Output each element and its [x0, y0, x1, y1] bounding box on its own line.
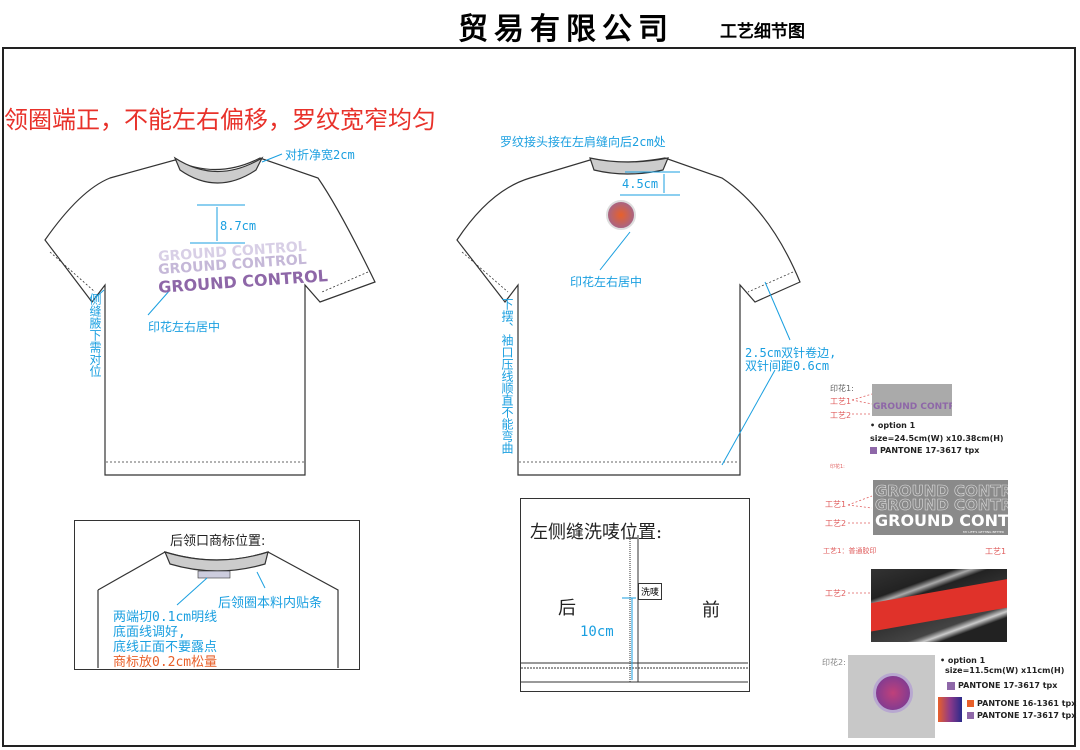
- front-print-distance: 8.7cm: [220, 219, 257, 233]
- craft1-description: 工艺1：普通胶印: [823, 547, 877, 555]
- print1-craft1: 工艺1: [830, 397, 852, 406]
- print1-label: 印花1:: [830, 384, 854, 393]
- print1-small-label: 印花1:: [830, 464, 845, 470]
- print1-craft2: 工艺2: [830, 411, 852, 420]
- hem-stitch-note-2: 双针间距0.6cm: [745, 359, 830, 373]
- back-print-distance: 4.5cm: [622, 177, 659, 191]
- label-ease-note: 商标放0.2cm松量: [113, 655, 218, 670]
- print1-large-swatch: GROUND CONTROL GROUND CONTROL GROUND CON…: [873, 480, 1008, 535]
- print1-large-main: GROUND CONTROL: [875, 511, 1008, 530]
- collar-fold-note: 对折净宽2cm: [285, 148, 355, 162]
- red-texture-band: [871, 577, 1007, 633]
- back-annotations: [599, 171, 791, 466]
- neck-label-panel: [74, 520, 360, 670]
- print2-pantone-b: PANTONE 16-1361 tpx: [977, 699, 1077, 708]
- company-name: 贸易有限公司: [458, 12, 674, 47]
- side-seam-note: 侧缝腋下需对位: [88, 293, 102, 377]
- wash-label-tag: 洗唛: [638, 583, 663, 600]
- print1-pantone: PANTONE 17-3617 tpx: [880, 446, 980, 455]
- craft2-texture-photo: [871, 569, 1007, 642]
- front-tshirt: [44, 156, 376, 476]
- print1b-craft1: 工艺1: [825, 500, 847, 509]
- label-stitch-notes: 两端切0.1cm明线 底面线调好, 底线正面不要露点 商标放0.2cm松量: [113, 610, 217, 670]
- stitch-line-1: 两端切0.1cm明线: [113, 610, 218, 625]
- print1-large-outline-1: GROUND CONTROL: [875, 482, 1008, 501]
- print1-size: size=24.5cm(W) x10.38cm(H): [870, 434, 1004, 443]
- print1-option: • option 1: [870, 421, 916, 430]
- print1-large-outline-2: GROUND CONTROL: [875, 496, 1008, 515]
- rib-join-note: 罗纹接头接在左肩缝向后2cm处: [500, 135, 666, 149]
- hem-cuff-note: 下摆、袖口压线顺直不能弯曲: [500, 298, 514, 454]
- wash-label-distance: 10cm: [580, 624, 614, 640]
- neck-label-title: 后领口商标位置:: [170, 534, 266, 549]
- print1b-craft2: 工艺2: [825, 519, 847, 528]
- print2-pantone-chip-a: [947, 682, 955, 690]
- print2-pantone-chip-b: [967, 700, 974, 707]
- craft2-label: 工艺2: [825, 589, 847, 598]
- wash-label-panel: [520, 498, 750, 692]
- back-print-center-note: 印花左右居中: [570, 275, 643, 289]
- back-print-globe: [606, 200, 636, 230]
- neck-tape-note: 后领圈本料内贴条: [218, 596, 323, 611]
- print2-swatch: [848, 655, 935, 738]
- wash-label-dimension: [622, 597, 636, 680]
- side-seam-drawing: [521, 535, 748, 683]
- wash-label-title: 左侧缝洗唛位置:: [530, 522, 663, 543]
- back-tshirt: [456, 157, 801, 476]
- print2-pantone-c: PANTONE 17-3617 tpx: [977, 711, 1077, 720]
- hem-stitch-note-1: 2.5cm双针卷边,: [745, 346, 837, 360]
- print2-pantone-chip-c: [967, 712, 974, 719]
- print1-subtext: MY LIFE'S GETTING BETTER: [962, 530, 1004, 534]
- collar-requirement-note: 领圈端正，不能左右偏移，罗纹宽窄均匀: [4, 106, 436, 134]
- front-annotations: [94, 153, 283, 316]
- craft-leader-lines: [847, 393, 873, 594]
- print1-pantone-chip: [870, 447, 877, 454]
- front-print-center-note: 印花左右居中: [148, 320, 221, 334]
- back-side-label: 后: [558, 598, 576, 619]
- print2-option: • option 1: [940, 656, 986, 665]
- print2-label: 印花2:: [822, 658, 846, 667]
- print2-size: size=11.5cm(W) x11cm(H): [945, 666, 1065, 675]
- neck-label-arrows: [176, 571, 266, 606]
- page-frame: [2, 47, 1076, 747]
- print1-swatch: GROUND CONTROL: [872, 384, 952, 416]
- stitch-line-2: 底面线调好,: [113, 625, 186, 640]
- front-side-label: 前: [702, 600, 720, 621]
- neck-label-drawing: [97, 551, 339, 668]
- print2-globe-icon: [873, 673, 913, 713]
- print2-gradient-chip: [938, 697, 962, 722]
- print1b-craft1-right: 工艺1: [985, 547, 1007, 556]
- print2-pantone-a: PANTONE 17-3617 tpx: [958, 681, 1058, 690]
- document-title: 工艺细节图: [720, 22, 805, 42]
- stitch-line-3: 底线正面不要露点: [113, 640, 218, 655]
- print1-swatch-text: GROUND CONTROL: [873, 402, 952, 412]
